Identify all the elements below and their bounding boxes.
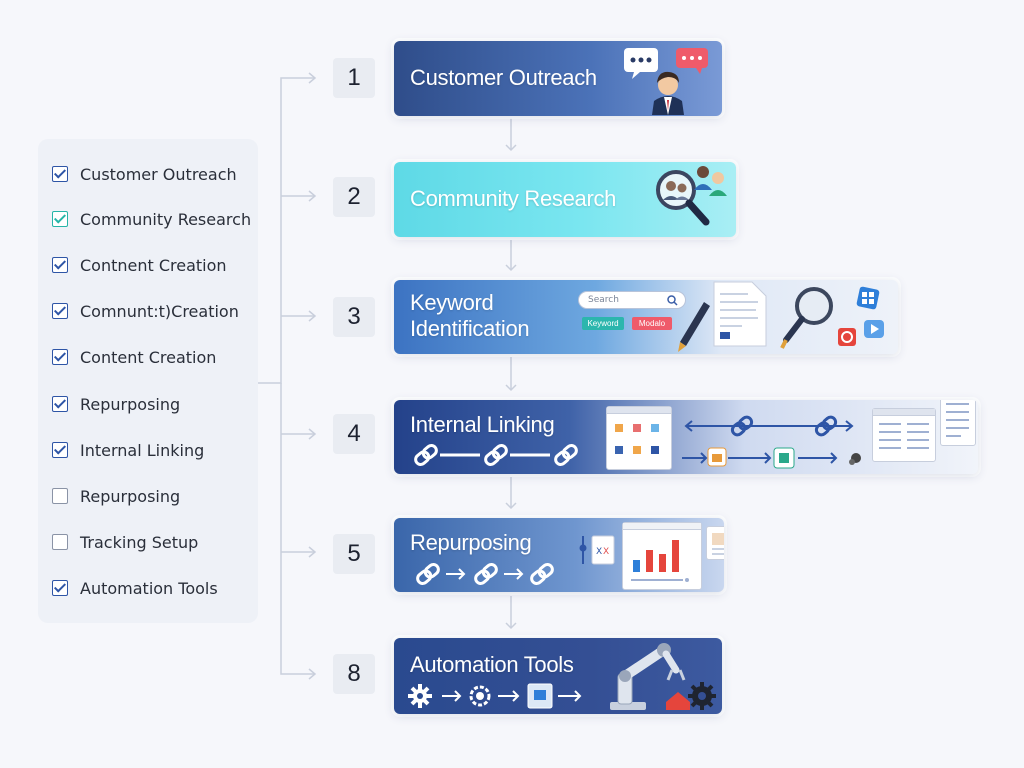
svg-text:X: X: [596, 547, 602, 557]
checkbox-checked-icon[interactable]: [52, 442, 68, 458]
checklist-item-label: Automation Tools: [80, 578, 218, 598]
link-flow-diagram: [682, 415, 861, 469]
search-placeholder: Search: [588, 295, 619, 305]
search-icon: [667, 295, 678, 306]
checklist-item-label: Community Research: [80, 209, 252, 229]
image-thumbnail: [706, 526, 724, 560]
step-card-customer-outreach[interactable]: Customer Outreach: [394, 41, 722, 116]
keyword-tag[interactable]: Keyword: [582, 317, 624, 330]
checkbox-checked-icon[interactable]: [52, 580, 68, 596]
checklist-item-label: Repurposing: [80, 394, 181, 414]
checklist-item[interactable]: Contnent Creation: [52, 252, 227, 278]
step-title: Repurposing: [410, 530, 532, 555]
step-title: Keyword Identification: [410, 290, 530, 342]
checklist-item[interactable]: Automation Tools: [52, 575, 218, 601]
checklist-item[interactable]: Comnunt:t)Creation: [52, 298, 239, 324]
link-arrows-icon: [416, 563, 554, 585]
checkbox-checked-icon[interactable]: [52, 349, 68, 365]
step-number: 2: [333, 177, 375, 217]
step-number: 3: [333, 297, 375, 337]
webpage-thumbnail: [940, 400, 976, 446]
automation-flow-icon: [408, 683, 582, 709]
checklist-item[interactable]: Community Research: [52, 206, 251, 232]
checkbox-checked-icon[interactable]: [52, 303, 68, 319]
robot-arm-icon: [610, 643, 716, 710]
checklist-item[interactable]: Content Creation: [52, 344, 216, 370]
step-number: 5: [333, 534, 375, 574]
step-title: Automation Tools: [410, 652, 574, 677]
step-card-community-research[interactable]: Community Research: [394, 162, 736, 237]
magnifier-icon: [780, 287, 833, 349]
checkbox-checked-icon[interactable]: [52, 396, 68, 412]
step-number: 8: [333, 654, 375, 694]
magnifier-people-icon: [656, 166, 727, 226]
step-title: Community Research: [410, 186, 617, 211]
step-title: Internal Linking: [410, 412, 555, 437]
checklist-item[interactable]: Repurposing: [52, 391, 180, 417]
webpage-thumbnail: [606, 406, 672, 470]
step-title: Customer Outreach: [410, 65, 597, 90]
checkbox-checked-icon[interactable]: [52, 257, 68, 273]
checkbox-checked-icon[interactable]: [52, 211, 68, 227]
businessman-chat-icon: [624, 48, 708, 115]
checkbox-unchecked-icon[interactable]: [52, 534, 68, 550]
document-icon: [713, 281, 767, 347]
checklist-item[interactable]: Internal Linking: [52, 437, 204, 463]
step-title-line2: Identification: [410, 316, 530, 341]
checklist-item-label: Repurposing: [80, 486, 181, 506]
pen-icon: [678, 302, 710, 352]
checklist-item-label: Customer Outreach: [80, 164, 237, 184]
webpage-thumbnail: [872, 408, 936, 462]
checklist-item-label: Tracking Setup: [80, 532, 199, 552]
checklist-item-label: Content Creation: [80, 347, 217, 367]
modalo-tag[interactable]: Modalo: [632, 317, 672, 330]
checklist-panel: Customer Outreach Community Research Con…: [38, 139, 258, 623]
step-number: 4: [333, 414, 375, 454]
app-icons: [838, 286, 884, 346]
checklist-item-label: Contnent Creation: [80, 255, 227, 275]
checklist-item[interactable]: Tracking Setup: [52, 529, 198, 555]
checklist-item-label: Internal Linking: [80, 440, 205, 460]
svg-text:X: X: [603, 547, 609, 557]
bar-chart-icon: [622, 522, 702, 590]
checkbox-checked-icon[interactable]: [52, 166, 68, 182]
step-card-automation-tools[interactable]: Automation Tools: [394, 638, 722, 714]
checklist-item[interactable]: Repurposing: [52, 483, 180, 509]
checkbox-unchecked-icon[interactable]: [52, 488, 68, 504]
step-number: 1: [333, 58, 375, 98]
checklist-item-label: Comnunt:t)Creation: [80, 301, 239, 321]
step-title-line1: Keyword: [410, 290, 494, 315]
step-card-internal-linking[interactable]: Internal Linking: [394, 400, 978, 474]
link-chain-icon: [414, 444, 578, 466]
step-card-keyword-identification[interactable]: Keyword Identification Search Keyword Mo…: [394, 280, 898, 354]
checklist-item[interactable]: Customer Outreach: [52, 161, 237, 187]
search-input[interactable]: Search: [578, 291, 686, 309]
